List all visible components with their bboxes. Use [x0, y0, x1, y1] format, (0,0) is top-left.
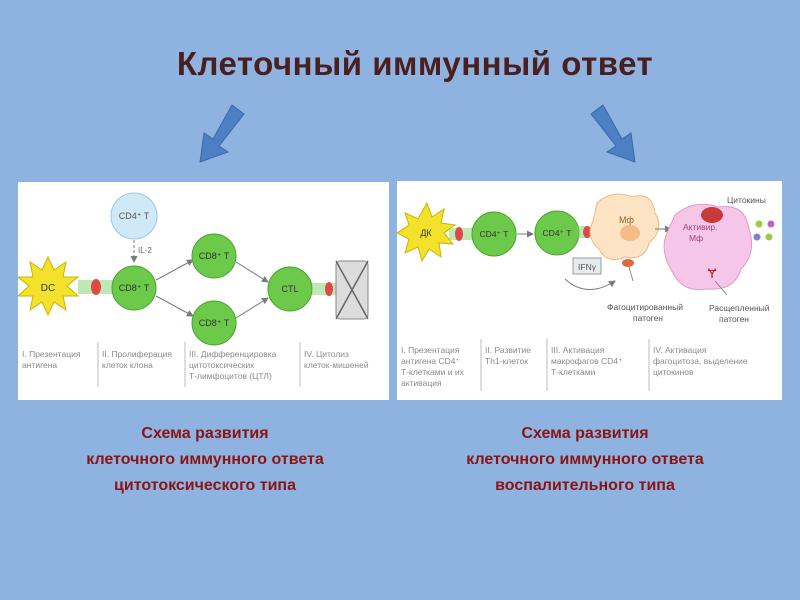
dk-label: ДК	[420, 228, 432, 238]
cytokines-label: Цитокины	[727, 195, 766, 205]
cd4-a-cell-icon	[471, 211, 517, 257]
right-caption-line-1: Схема развития	[521, 425, 649, 442]
r-stage-4-line-1: IV. Активация	[653, 345, 707, 355]
dc-cell-icon	[18, 255, 80, 317]
cytokine-dot-icon	[753, 233, 761, 241]
cd4-cell-icon	[110, 192, 158, 240]
r-stage-2-line-2: Th1-клеток	[485, 356, 528, 366]
activated-nucleus-icon	[701, 207, 723, 223]
stage-3-line-3: Т-лимфоцитов (ЦТЛ)	[189, 371, 272, 381]
stage-3-line-2: цитотоксических	[189, 360, 255, 370]
cd8-top-label: CD8⁺ T	[199, 251, 230, 261]
ifn-box	[572, 257, 602, 275]
stage-2-line-2: клеток клона	[102, 360, 153, 370]
act-mf-label-2: Мф	[689, 233, 703, 243]
macrophage-nucleus-icon	[620, 225, 640, 241]
receptor-icon	[91, 279, 101, 295]
dk-cell-icon	[397, 201, 457, 263]
ctl-label: CTL	[281, 284, 298, 294]
stage-1-line-2: антигена	[22, 360, 57, 370]
phagocytized-pathogen-icon	[622, 259, 634, 267]
left-caption: Схема развития клеточного иммунного отве…	[40, 421, 370, 499]
converge-arrow-bottom	[235, 297, 269, 319]
r-stage-1-line-2: антигена CD4⁺	[401, 356, 460, 366]
cd4-label: CD4⁺ T	[119, 211, 150, 221]
activated-macrophage-icon	[663, 203, 753, 291]
split-leader	[714, 280, 728, 296]
cytokine-dot-icon	[765, 233, 773, 241]
cytotoxic-diagram-panel: DC CD4⁺ T IL-2 CD8⁺ T CD8⁺ T CD8⁺ T CTL	[18, 182, 389, 400]
stage-4-line-1: IV. Цитолиз	[304, 349, 349, 359]
r-stage-4-line-3: цитокинов	[653, 367, 694, 377]
converge-arrow-top	[235, 261, 269, 283]
cd4-mf-receptor-icon	[583, 226, 591, 238]
ifn-curved-arrow	[564, 278, 616, 290]
dc-label: DC	[41, 283, 55, 294]
right-caption-line-2: клеточного иммунного ответа	[466, 451, 704, 468]
split-label-1: Расщепленный	[709, 303, 770, 313]
page-title: Клеточный иммунный ответ	[176, 45, 654, 82]
split-label-2: патоген	[719, 314, 749, 324]
phagocytized-label-2: патоген	[633, 313, 663, 323]
stage-2-line-1: II. Пролиферация	[102, 349, 172, 359]
r-stage-4-line-2: фагоцитоза, выделение	[653, 356, 748, 366]
cd8-label: CD8⁺ T	[119, 283, 150, 293]
r-stage-1-line-4: активация	[401, 378, 442, 388]
left-caption-line-2: клеточного иммунного ответа	[86, 451, 324, 468]
r-stage-2-line-1: II. Развитие	[485, 345, 531, 355]
ctl-receptor-icon	[325, 282, 333, 296]
branch-arrow-up	[155, 259, 194, 281]
receptor-icon	[455, 227, 463, 241]
left-pointer-arrow-icon	[199, 104, 245, 163]
cd8-bottom-label: CD8⁺ T	[199, 318, 230, 328]
split-pathogen-icon: Ɏ	[707, 265, 717, 281]
left-caption-line-1: Схема развития	[141, 425, 269, 442]
r-stage-1-line-1: I. Презентация	[401, 345, 460, 355]
inflammatory-diagram: ДК CD4⁺ T CD4⁺ T Мф IFNγ Активир. Мф Ɏ Ц…	[397, 193, 775, 391]
right-caption: Схема развития клеточного иммунного отве…	[420, 421, 750, 499]
phagocytized-label-1: Фагоцитированный	[607, 302, 683, 312]
r-stage-3-line-3: Т-клетками	[551, 367, 596, 377]
cytokine-dot-icon	[755, 220, 763, 228]
act-mf-label-1: Активир.	[683, 222, 717, 232]
stage-3-line-1: III. Дифференцировка	[189, 349, 277, 359]
stage-4-line-2: клеток-мишеней	[304, 360, 369, 370]
mf-label: Мф	[619, 215, 634, 225]
left-caption-line-3: цитотоксического типа	[114, 477, 296, 494]
cytokine-dot-icon	[767, 220, 775, 228]
right-caption-line-3: воспалительного типа	[495, 477, 675, 494]
il2-label: IL-2	[138, 246, 152, 255]
cd8-top-cell-icon	[191, 233, 237, 279]
cytotoxic-diagram: DC CD4⁺ T IL-2 CD8⁺ T CD8⁺ T CD8⁺ T CTL	[18, 192, 369, 387]
stage-1-line-1: I. Презентация	[22, 349, 81, 359]
r-stage-3-line-2: макрофагов CD4⁺	[551, 356, 623, 366]
cd4-b-label: CD4⁺ T	[543, 228, 572, 238]
cd8-cell-icon	[111, 265, 157, 311]
cross-line-icon	[335, 260, 369, 320]
right-pointer-arrow-icon	[590, 104, 636, 163]
phagocytized-leader	[628, 266, 634, 282]
cd4-a-label: CD4⁺ T	[480, 229, 509, 239]
r-stage-3-line-1: III. Активация	[551, 345, 605, 355]
inflammatory-diagram-panel: ДК CD4⁺ T CD4⁺ T Мф IFNγ Активир. Мф Ɏ Ц…	[397, 181, 782, 400]
ifn-label: IFNγ	[578, 262, 597, 272]
branch-arrow-down	[155, 295, 194, 317]
cd8-bottom-cell-icon	[191, 300, 237, 346]
r-stage-1-line-3: Т-клетками и их	[401, 367, 465, 377]
